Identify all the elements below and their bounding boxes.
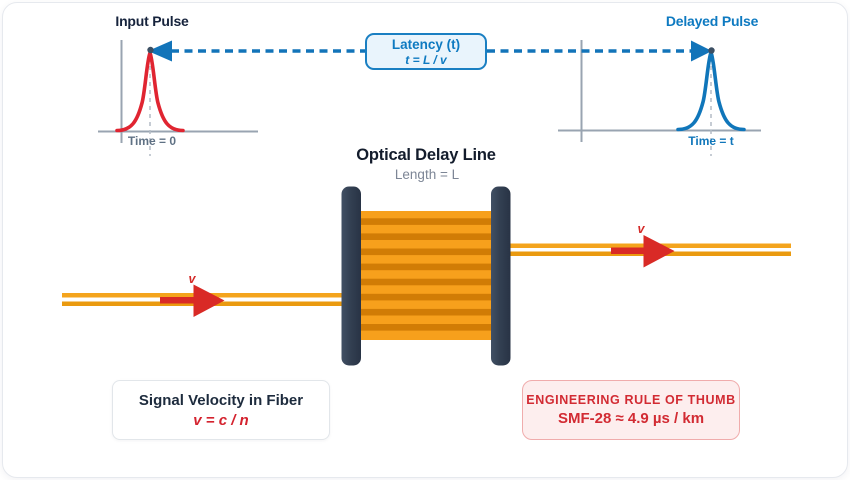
latency-arrow bbox=[148, 40, 712, 62]
input-time-label: Time = 0 bbox=[127, 134, 177, 148]
input-pulse-title: Input Pulse bbox=[115, 13, 189, 29]
latency-formula: t = L / v bbox=[405, 52, 447, 67]
delayed-pulse-axes bbox=[558, 40, 761, 142]
input-velocity-arrow-icon bbox=[160, 284, 225, 317]
input-pulse-axes bbox=[98, 40, 258, 143]
delay-line-title: Optical Delay Line bbox=[356, 146, 496, 164]
delayed-pulse-title: Delayed Pulse bbox=[665, 13, 759, 29]
delayed-time-label: Time = t bbox=[688, 134, 734, 148]
latency-callout: Latency (t) t = L / v bbox=[365, 33, 487, 70]
delayed-peak-dot bbox=[708, 47, 715, 54]
spool-coil-stripes bbox=[360, 218, 491, 331]
signal-velocity-box: Signal Velocity in Fiber v = c / n bbox=[112, 380, 330, 440]
fiber-spool bbox=[341, 186, 511, 366]
spool-flange-right bbox=[491, 186, 511, 366]
output-velocity-arrow-icon bbox=[611, 235, 675, 268]
delay-line-subtitle: Length = L bbox=[394, 166, 460, 182]
rule-of-thumb-title: ENGINEERING RULE OF THUMB bbox=[526, 393, 736, 407]
latency-title: Latency (t) bbox=[391, 36, 461, 52]
latency-arrowhead-left-icon bbox=[148, 40, 172, 62]
input-velocity-label: v bbox=[188, 272, 196, 286]
signal-velocity-formula: v = c / n bbox=[193, 411, 249, 429]
output-velocity-label: v bbox=[637, 222, 645, 236]
spool-flange-left bbox=[341, 186, 361, 366]
rule-of-thumb-box: ENGINEERING RULE OF THUMB SMF-28 ≈ 4.9 µ… bbox=[522, 380, 740, 440]
input-peak-dot bbox=[147, 46, 154, 54]
rule-of-thumb-value: SMF-28 ≈ 4.9 µs / km bbox=[557, 410, 705, 427]
signal-velocity-title: Signal Velocity in Fiber bbox=[138, 391, 304, 409]
spool-coil bbox=[360, 211, 491, 340]
latency-arrowhead-right-icon bbox=[691, 40, 712, 62]
